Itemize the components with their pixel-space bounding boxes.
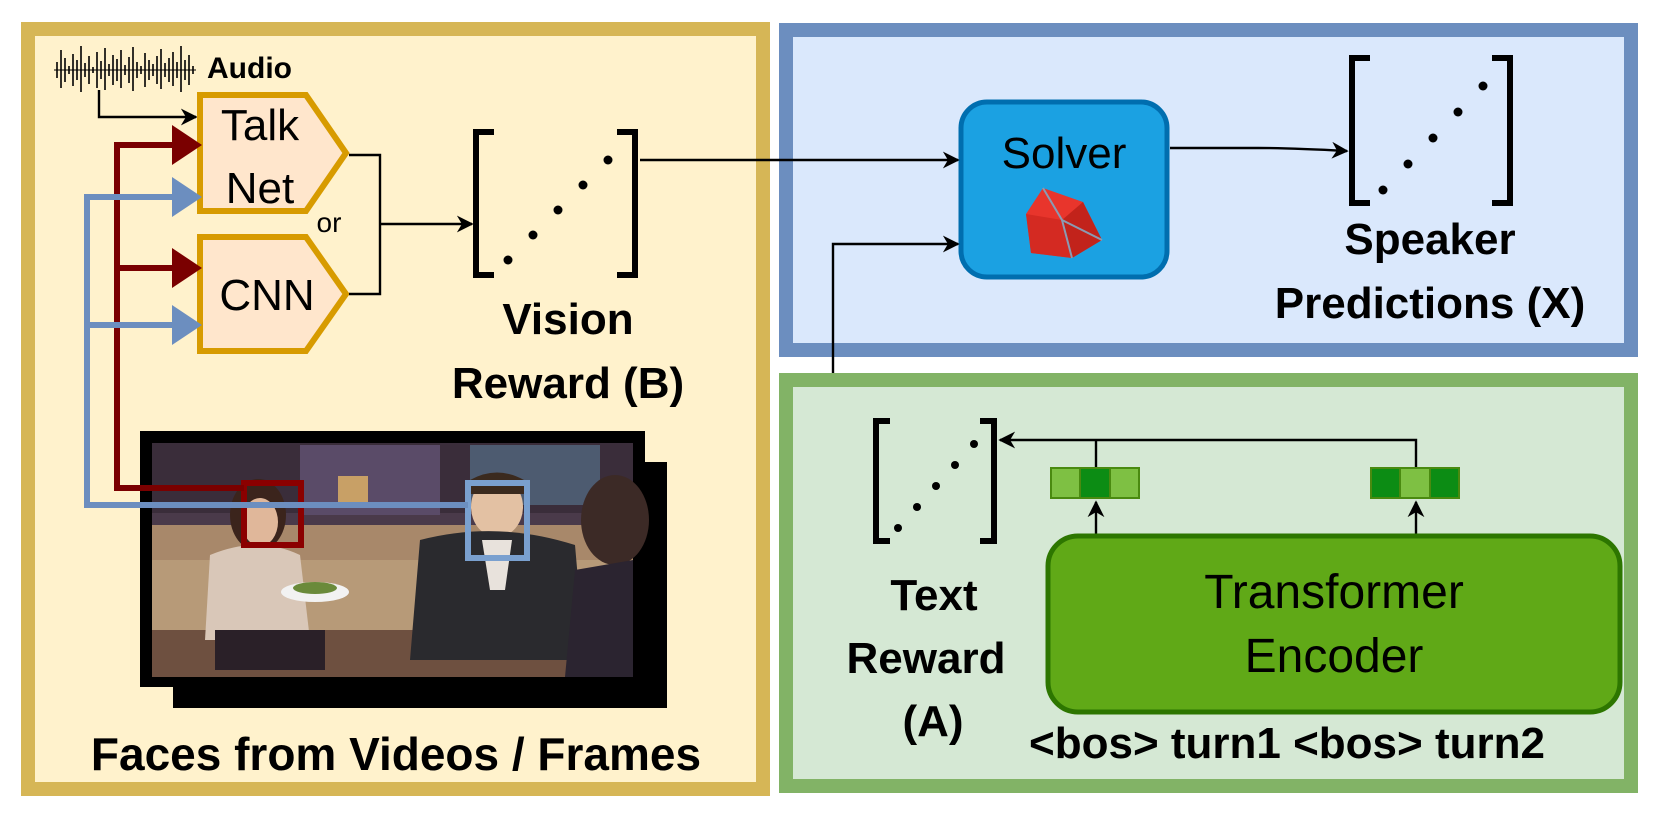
solver-panel: Solver Speaker Predictions (X) [640, 23, 1638, 442]
solver-to-predictions-arrow [1170, 141, 1349, 159]
blue-face-feed-arrows [84, 177, 468, 508]
text-panel: Transformer Encoder Text Reward (A) <bos… [779, 373, 1638, 793]
text-reward-label-line3: (A) [902, 697, 963, 746]
cnn-label: CNN [219, 271, 314, 320]
embedding-vector-turn1 [1050, 467, 1140, 499]
video-frames [140, 431, 667, 708]
speaker-predictions-label-line1: Speaker [1344, 215, 1515, 264]
talknet-module [197, 92, 350, 214]
cnn-module [197, 234, 350, 354]
solver-panel-box [779, 23, 1638, 357]
red-face-feed-arrows [114, 125, 244, 491]
audio-waveform-icon [54, 46, 196, 92]
input-tokens-label: <bos> turn1 <bos> turn2 [1029, 719, 1545, 768]
audio-label: Audio [207, 52, 292, 85]
vision-panel: Audio Talk Net or CNN Vision Reward (B) [21, 22, 770, 796]
transformer-encoder-block [1045, 533, 1623, 715]
vision-reward-matrix [473, 129, 638, 278]
face-box-red [241, 480, 304, 548]
or-label: or [317, 207, 342, 238]
speaker-predictions-matrix [1349, 55, 1513, 206]
audio-arrow [97, 90, 198, 126]
video-frame-image [152, 443, 649, 677]
speaker-predictions-label-line2: Predictions (X) [1275, 279, 1586, 328]
vision-reward-label-line1: Vision [502, 295, 633, 344]
module-merge-connector [349, 153, 474, 296]
transformer-label-line2: Encoder [1245, 630, 1424, 683]
solver-block [958, 99, 1170, 280]
transformer-label-line1: Transformer [1204, 566, 1464, 619]
vision-reward-label-line2: Reward (B) [452, 359, 684, 408]
text-reward-label-line1: Text [890, 571, 978, 620]
solver-label: Solver [1002, 129, 1127, 178]
cube-icon [1026, 187, 1103, 259]
text-reward-label-line2: Reward [847, 634, 1006, 683]
talknet-label-line2: Net [226, 164, 294, 213]
embedding-vector-turn2 [1370, 467, 1460, 499]
embedding-to-reward-connector [998, 431, 1418, 468]
faces-caption: Faces from Videos / Frames [91, 728, 701, 780]
talknet-label-line1: Talk [221, 101, 300, 150]
text-reward-matrix [873, 418, 997, 544]
face-box-blue [465, 480, 530, 561]
